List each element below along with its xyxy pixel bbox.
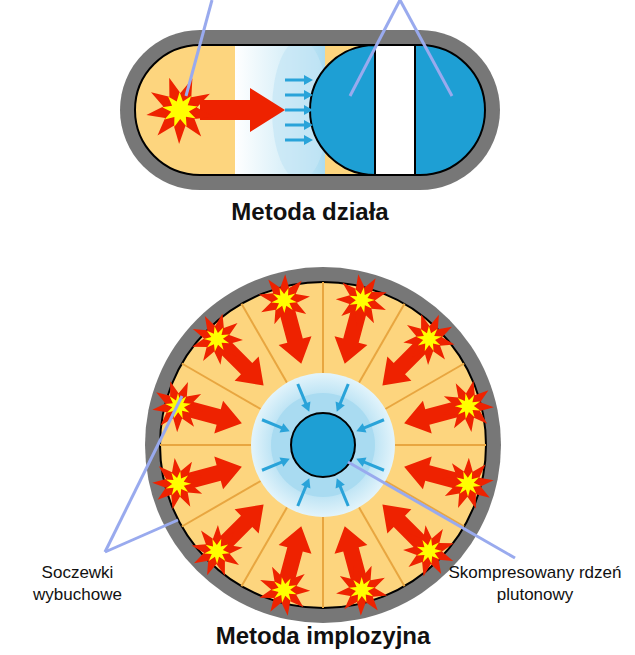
lens-divider <box>322 517 324 608</box>
shock-arrow <box>285 79 306 82</box>
explosive-lens <box>398 375 499 448</box>
compression-arrow-head <box>332 402 345 414</box>
explosion <box>436 375 498 438</box>
shock-arrow-head <box>304 90 313 100</box>
shock-arrow-head <box>304 120 313 130</box>
compression-arrow <box>354 454 386 475</box>
explosion <box>147 452 209 515</box>
part-label: Skompresowany rdzeń plutonowy <box>440 562 630 606</box>
explosion <box>436 453 498 516</box>
compression-arrow-shaft <box>262 462 282 470</box>
compression-arrow <box>260 454 292 475</box>
explosive-lens <box>253 269 326 370</box>
explosive-lens <box>253 519 326 620</box>
lens-divider <box>160 444 251 446</box>
compression-arrow <box>293 382 314 414</box>
explosive-lens <box>397 442 498 515</box>
compression-arrow-shaft <box>340 486 348 506</box>
shock-arrow <box>285 139 306 142</box>
gun-type-device <box>120 0 500 190</box>
explosion-core <box>199 533 235 569</box>
explosion <box>181 303 253 375</box>
shock-arrow-head <box>304 135 313 145</box>
compression-arrow-head <box>332 476 345 488</box>
explosion <box>148 375 210 438</box>
device-title: Metoda działa <box>160 198 460 226</box>
lens-divider <box>395 444 486 446</box>
explosion <box>253 269 316 331</box>
explosion <box>253 558 316 620</box>
compression-arrow-shaft <box>298 486 306 506</box>
compression-arrow <box>354 415 386 436</box>
blast-arrow <box>200 88 285 132</box>
compression-arrow <box>260 415 292 436</box>
explosion-core <box>411 533 447 569</box>
compression-arrow-shaft <box>298 384 306 404</box>
compression-arrow-shaft <box>262 420 282 428</box>
explosion-core <box>346 284 377 315</box>
explosion-core <box>452 390 483 421</box>
compression-arrow-shaft <box>340 384 348 404</box>
compression-arrow-head <box>301 476 314 488</box>
explosion <box>393 303 465 375</box>
explosion-core <box>268 284 299 315</box>
explosive-lens <box>320 270 393 371</box>
explosive-lens <box>364 303 464 403</box>
part-label: Soczewki wybuchowe <box>5 562 150 606</box>
explosive-lens <box>147 442 248 515</box>
compression-arrow <box>293 476 314 508</box>
shock-arrow-head <box>304 75 313 85</box>
compression-arrow-head <box>354 454 366 467</box>
explosion-core <box>162 92 197 127</box>
compression-arrow <box>332 476 353 508</box>
explosion <box>331 270 394 332</box>
compression-arrow-head <box>301 402 314 414</box>
compression-arrow <box>332 382 353 414</box>
explosion <box>181 514 253 586</box>
compression-arrow-head <box>354 423 366 436</box>
explosion-core <box>269 574 300 605</box>
compression-arrow-shaft <box>364 462 384 470</box>
explosive-lens <box>320 520 393 621</box>
explosion-core <box>199 321 235 357</box>
explosion-core <box>452 468 483 499</box>
compression-arrow-head <box>280 454 292 467</box>
shock-arrow <box>285 109 306 112</box>
explosion-core <box>162 468 193 499</box>
compression-arrow-head <box>280 423 292 436</box>
lens-divider <box>322 282 324 373</box>
shock-arrow <box>285 124 306 127</box>
explosion <box>330 558 393 620</box>
device-title: Metoda implozyjna <box>143 622 503 650</box>
explosive-lens <box>181 486 281 586</box>
shock-arrow <box>285 94 306 97</box>
explosion-core <box>411 321 447 357</box>
explosion <box>146 78 213 144</box>
explosive-lens <box>181 303 281 403</box>
compression-arrow-shaft <box>364 420 384 428</box>
explosion-core <box>346 574 377 605</box>
shock-arrow-head <box>304 105 313 115</box>
